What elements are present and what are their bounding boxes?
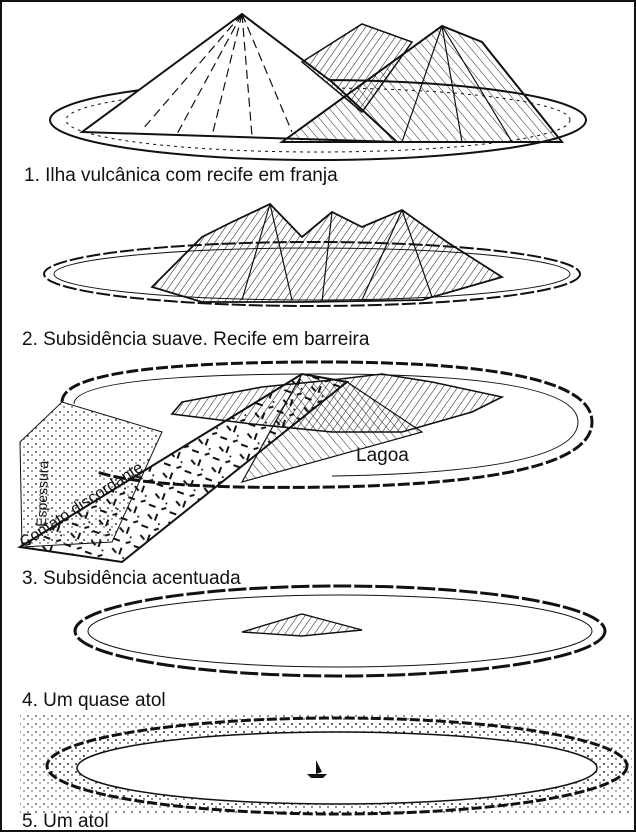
stage5-illustration bbox=[20, 714, 632, 814]
stage3-illustration: Lagoa Espessura Contato discordante bbox=[17, 362, 592, 562]
caption-stage-1: 1. Ilha vulcânica com recife em franja bbox=[24, 166, 338, 185]
caption-stage-3: 3. Subsidência acentuada bbox=[22, 569, 241, 588]
label-lagoon: Lagoa bbox=[356, 445, 409, 466]
stage2-illustration bbox=[44, 204, 580, 306]
stage4-illustration bbox=[75, 586, 605, 676]
stage5-lagoon bbox=[77, 732, 597, 804]
caption-stage-5: 5. Um atol bbox=[22, 812, 109, 831]
stage1-illustration bbox=[50, 14, 586, 160]
caption-stage-4: 4. Um quase atol bbox=[22, 691, 166, 710]
caption-stage-2: 2. Subsidência suave. Recife em barreira bbox=[22, 330, 369, 349]
